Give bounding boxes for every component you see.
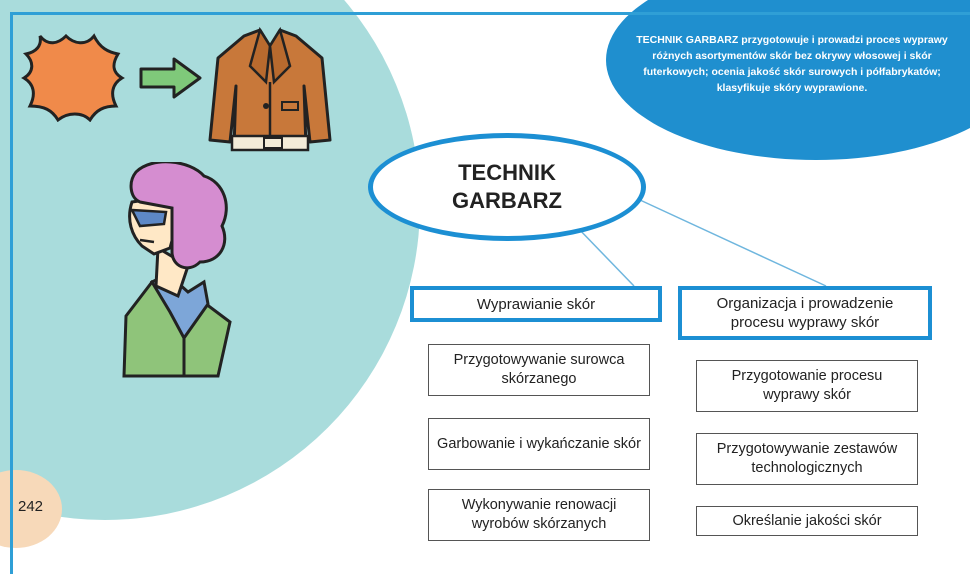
item-label: Garbowanie i wykańczanie skór — [437, 435, 641, 452]
item-box: Garbowanie i wykańczanie skór — [428, 418, 650, 470]
item-label: Wykonywanie renowacji wyrobów skórzanych — [461, 497, 617, 532]
leather-hide-icon — [21, 33, 125, 122]
frame-border-left — [10, 12, 13, 574]
jacket-icon — [208, 26, 332, 152]
tanner-person-icon — [122, 162, 232, 378]
frame-border-top — [10, 12, 970, 15]
category-label: Organizacja i prowadzenie procesu wypraw… — [716, 295, 894, 331]
profession-description: TECHNIK GARBARZ przygotowuje i prowadzi … — [636, 34, 948, 94]
category-box-left: Wyprawianie skór — [410, 286, 662, 322]
item-label: Przygotowanie procesu wyprawy skór — [731, 368, 883, 403]
item-label: Przygotowywanie surowca skórzanego — [453, 352, 625, 387]
item-label: Przygotowywanie zestawów technologicznyc… — [716, 441, 898, 476]
center-node: TECHNIK GARBARZ — [368, 133, 646, 241]
category-box-right: Organizacja i prowadzenie procesu wypraw… — [678, 286, 932, 340]
item-box: Określanie jakości skór — [696, 506, 918, 536]
page-number: 242 — [18, 498, 44, 515]
item-box: Przygotowanie procesu wyprawy skór — [696, 360, 918, 412]
item-box: Przygotowywanie zestawów technologicznyc… — [696, 433, 918, 485]
center-title: TECHNIK GARBARZ — [452, 160, 562, 213]
item-box: Przygotowywanie surowca skórzanego — [428, 344, 650, 396]
arrow-right-icon — [139, 57, 202, 99]
item-box: Wykonywanie renowacji wyrobów skórzanych — [428, 489, 650, 541]
category-label: Wyprawianie skór — [476, 295, 596, 313]
item-label: Określanie jakości skór — [732, 512, 882, 529]
